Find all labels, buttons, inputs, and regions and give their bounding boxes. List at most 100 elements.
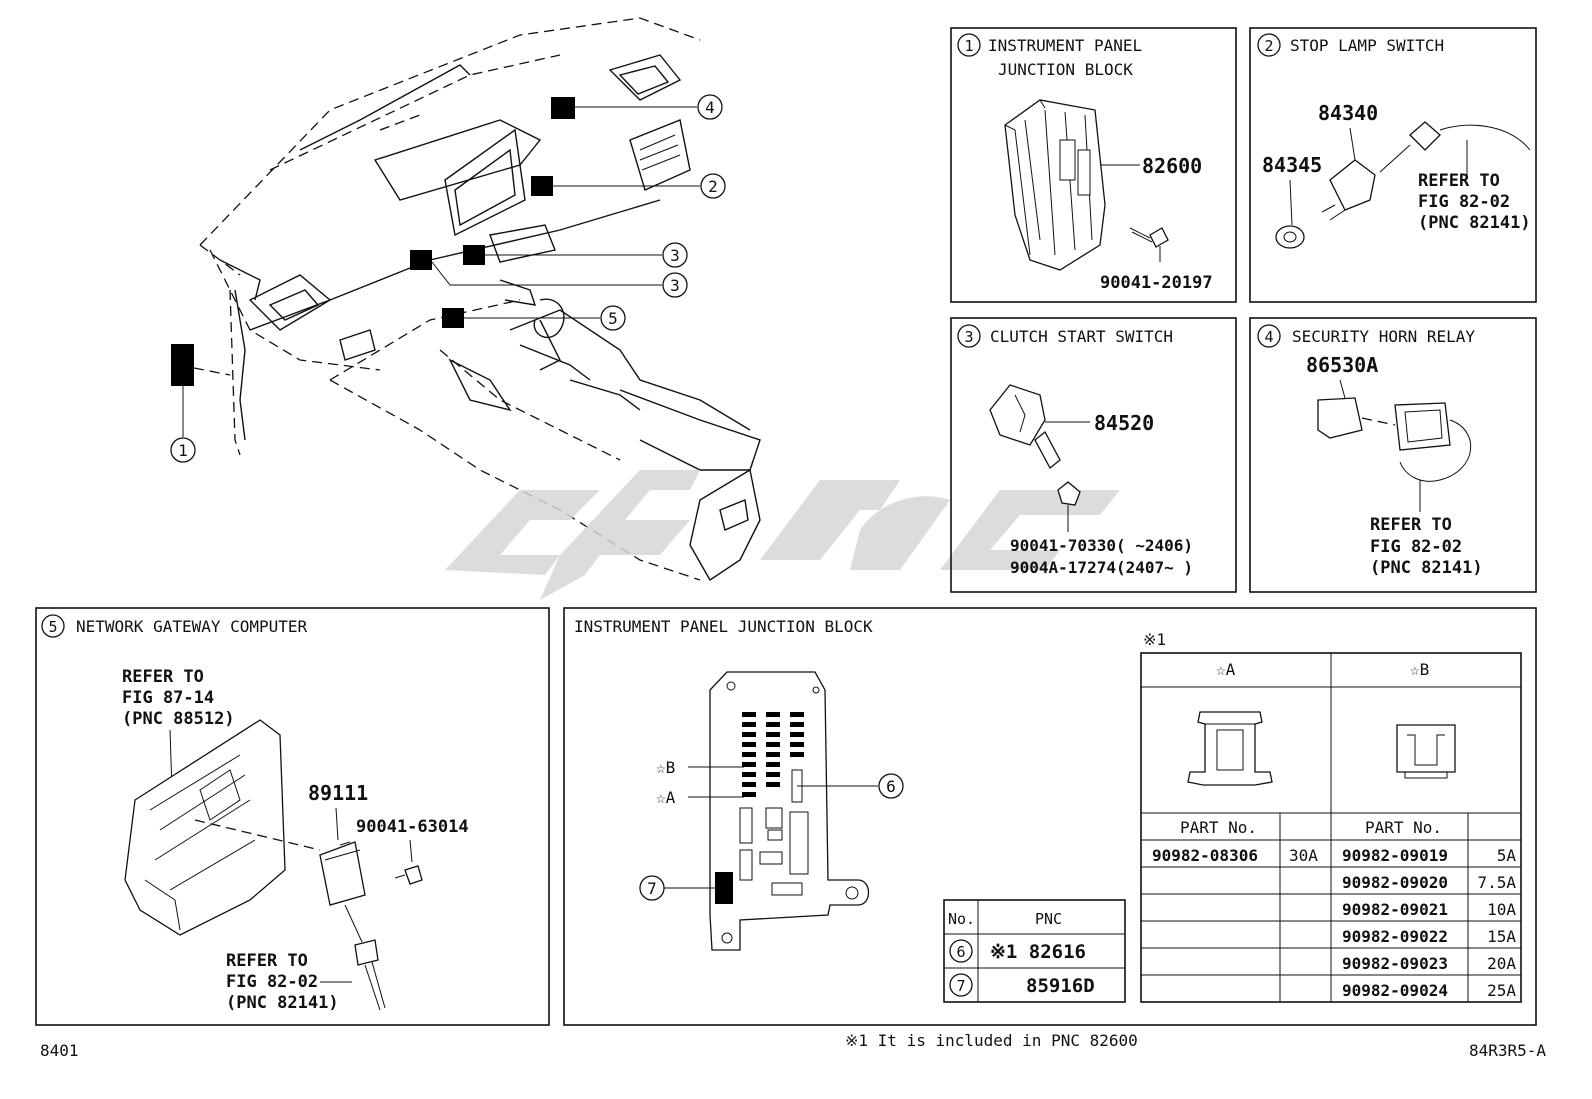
clutch-switch-drawing — [989, 384, 1081, 506]
figure-number: 8401 — [40, 1041, 79, 1060]
screw-drawing — [1129, 227, 1169, 248]
fuse-b-amp-1: 5A — [1497, 846, 1517, 865]
fuse-b-amp-3: 10A — [1487, 900, 1516, 919]
fuse-a-part-1: 90982-08306 — [1152, 846, 1258, 865]
pnc-table-header-pnc: PNC — [1035, 910, 1062, 928]
panel2-ref-line3: (PNC 82141) — [1418, 213, 1531, 233]
fuse-a-drawing — [1187, 711, 1273, 786]
footer: 8401 ※1 It is included in PNC 82600 84R3… — [40, 1031, 1546, 1060]
gateway-computer-drawing — [319, 841, 386, 1011]
panel2-ref-line2: FIG 82-02 — [1418, 192, 1510, 212]
gateway-screw-drawing — [394, 865, 423, 885]
svg-text:5: 5 — [48, 618, 57, 636]
pnc-row-6: ※1 82616 — [990, 941, 1086, 963]
svg-text:4: 4 — [705, 98, 715, 117]
dashboard-illustration: 4 2 3 3 5 1 — [170, 17, 761, 581]
svg-text:1: 1 — [964, 37, 973, 55]
panel3-title: CLUTCH START SWITCH — [990, 327, 1173, 346]
stop-lamp-switch-drawing — [1321, 121, 1531, 221]
panel5-ref-bottom-line2: FIG 82-02 — [226, 972, 318, 992]
svg-text:3: 3 — [670, 276, 680, 295]
svg-text:4: 4 — [1264, 328, 1273, 346]
panel1-title-line2: JUNCTION BLOCK — [998, 60, 1133, 79]
pnc-table-header-no: No. — [948, 910, 975, 928]
svg-text:3: 3 — [964, 328, 973, 346]
panel2-title: STOP LAMP SWITCH — [1290, 36, 1444, 55]
watermark-logo — [445, 470, 1120, 600]
fuse-b-amp-5: 20A — [1487, 954, 1516, 973]
panel5-ref-top-line1: REFER TO — [122, 667, 204, 687]
drawing-code: 84R3R5-A — [1469, 1041, 1546, 1060]
fuse-col-a: ☆A — [1216, 660, 1236, 679]
cushion-drawing — [1275, 225, 1305, 249]
panel-instrument-panel-junction-block: 1 INSTRUMENT PANEL JUNCTION BLOCK 82600 … — [950, 27, 1237, 303]
fuse-grid — [742, 712, 804, 803]
fuse-b-drawing — [1396, 724, 1456, 779]
fuse-b-part-5: 90982-09023 — [1342, 954, 1448, 973]
fuse-b-part-1: 90982-09019 — [1342, 846, 1448, 865]
part-90041-63014: 90041-63014 — [356, 817, 469, 837]
fuse-b-part-header: PART No. — [1365, 818, 1442, 837]
panel5-ref-top-line3: (PNC 88512) — [122, 709, 235, 729]
pnc-row-7: 85916D — [1026, 975, 1095, 997]
label-star-b: ☆B — [656, 758, 675, 777]
fuse-b-part-6: 90982-09024 — [1342, 981, 1448, 1000]
callout-4: 4 — [697, 94, 723, 120]
panel4-ref-line3: (PNC 82141) — [1370, 558, 1483, 578]
fuse-table: ※1 ☆A ☆B PART — [1140, 630, 1522, 1003]
fuse-b-amp-4: 15A — [1487, 927, 1516, 946]
part-86530A: 86530A — [1306, 353, 1378, 377]
junction-block-drawing — [1004, 99, 1106, 271]
part-90041-20197: 90041-20197 — [1100, 273, 1213, 293]
callout-1: 1 — [170, 437, 196, 463]
panel4-ref-line1: REFER TO — [1370, 515, 1452, 535]
panel5-ref-bottom-line3: (PNC 82141) — [226, 993, 339, 1013]
callout-3b: 3 — [662, 272, 688, 298]
part-89111: 89111 — [308, 781, 368, 805]
pnc-table: No. PNC 6 ※1 82616 7 85916D — [943, 899, 1126, 1003]
part-82600: 82600 — [1142, 154, 1202, 178]
junction-block-front — [709, 671, 870, 951]
callout-5: 5 — [600, 305, 626, 331]
svg-text:7: 7 — [647, 879, 657, 898]
panel5-ref-top-line2: FIG 87-14 — [122, 688, 214, 708]
svg-text:3: 3 — [670, 246, 680, 265]
callout-2: 2 — [700, 173, 726, 199]
svg-text:2: 2 — [708, 177, 718, 196]
svg-text:6: 6 — [886, 777, 896, 796]
panel-security-horn-relay: 4 SECURITY HORN RELAY 86530A REFER TO FI… — [1249, 317, 1537, 593]
callout-3a: 3 — [662, 242, 688, 268]
part-90041-70330: 90041-70330( ~2406) — [1010, 536, 1193, 555]
fuse-a-part-header: PART No. — [1180, 818, 1257, 837]
fuse-table-note-mark: ※1 — [1143, 630, 1166, 649]
svg-text:1: 1 — [178, 441, 188, 460]
panel5-title: NETWORK GATEWAY COMPUTER — [76, 617, 308, 636]
panel-network-gateway-computer: 5 NETWORK GATEWAY COMPUTER REFER TO FIG … — [35, 607, 550, 1026]
panel-junction-block-detail: INSTRUMENT PANEL JUNCTION BLOCK — [563, 607, 1537, 1026]
panel-stop-lamp-switch: 2 STOP LAMP SWITCH 84340 84345 REFER TO … — [1249, 27, 1537, 303]
svg-text:2: 2 — [1264, 37, 1273, 55]
fuse-col-b: ☆B — [1410, 660, 1429, 679]
svg-text:6: 6 — [956, 943, 965, 961]
part-9004A-17274: 9004A-17274(2407~ ) — [1010, 558, 1193, 577]
part-84520: 84520 — [1094, 411, 1154, 435]
relay-drawing — [1317, 397, 1472, 482]
panel4-title: SECURITY HORN RELAY — [1292, 327, 1475, 346]
panel5-ref-bottom-line1: REFER TO — [226, 951, 308, 971]
bracket-drawing — [124, 719, 321, 936]
panel-clutch-start-switch: 3 CLUTCH START SWITCH 84520 90041-70330(… — [950, 317, 1237, 593]
fuse-b-amp-2: 7.5A — [1477, 873, 1516, 892]
panel2-ref-line1: REFER TO — [1418, 171, 1500, 191]
fuse-b-part-2: 90982-09020 — [1342, 873, 1448, 892]
panel1-title-line1: INSTRUMENT PANEL — [988, 36, 1142, 55]
fuse-b-part-3: 90982-09021 — [1342, 900, 1448, 919]
part-84340: 84340 — [1318, 101, 1378, 125]
fuse-a-amp-1: 30A — [1289, 846, 1318, 865]
fuse-b-part-4: 90982-09022 — [1342, 927, 1448, 946]
svg-text:7: 7 — [956, 977, 965, 995]
part-84345: 84345 — [1262, 153, 1322, 177]
fuse-b-amp-6: 25A — [1487, 981, 1516, 1000]
panel6-title: INSTRUMENT PANEL JUNCTION BLOCK — [574, 617, 873, 636]
svg-text:5: 5 — [608, 309, 618, 328]
